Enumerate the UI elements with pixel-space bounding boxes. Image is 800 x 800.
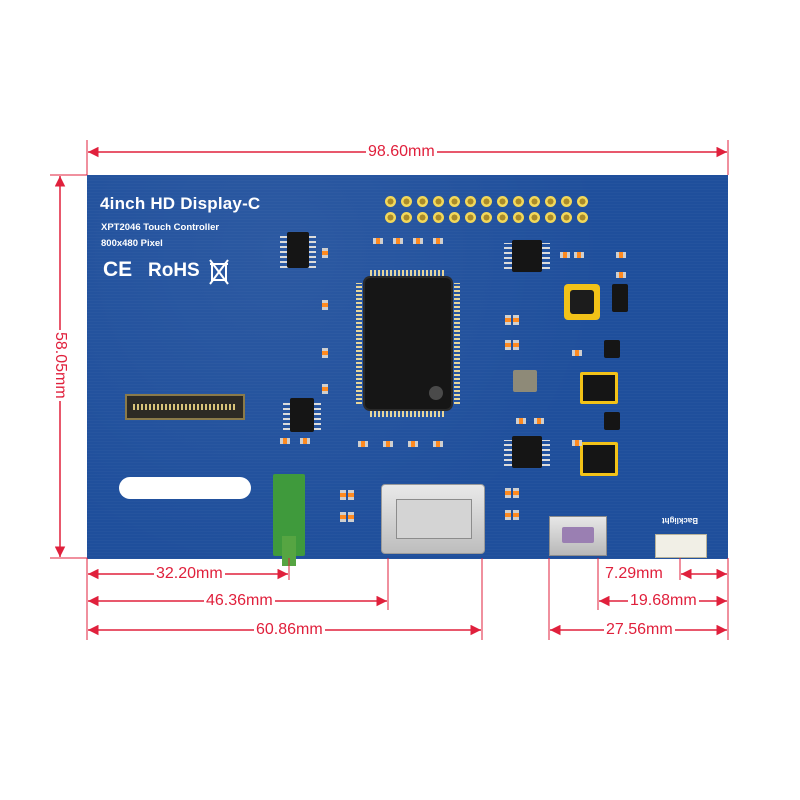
dim-height-total: 58.05mm <box>51 330 69 401</box>
usb-port <box>549 516 607 556</box>
dim-60-86: 60.86mm <box>254 621 325 639</box>
rohs-mark: RoHS <box>148 260 200 281</box>
backlight-connector <box>655 534 707 558</box>
ic-power-1 <box>580 372 618 404</box>
transistor-2 <box>604 340 620 358</box>
ic-power-2 <box>580 442 618 476</box>
dim-27-56: 27.56mm <box>604 621 675 639</box>
board-resolution-label: 800x480 Pixel <box>101 238 163 249</box>
audio-jack-connector <box>273 474 305 566</box>
weee-bin-icon <box>209 259 229 285</box>
board-controller-label: XPT2046 Touch Controller <box>101 222 220 233</box>
transistor-3 <box>604 412 620 430</box>
hdmi-port <box>381 484 485 554</box>
mounting-slot <box>119 477 251 499</box>
crystal-oscillator <box>513 370 537 392</box>
transistor <box>612 284 628 312</box>
dim-7-29: 7.29mm <box>603 565 665 583</box>
board-title: 4inch HD Display-C <box>100 194 261 213</box>
dim-46-36: 46.36mm <box>204 592 275 610</box>
ce-mark: CE <box>103 258 133 281</box>
fpc-connector <box>125 394 245 420</box>
dim-32-20: 32.20mm <box>154 565 225 583</box>
dim-19-68: 19.68mm <box>628 592 699 610</box>
dim-width-total: 98.60mm <box>366 143 437 161</box>
power-inductor <box>564 284 600 320</box>
